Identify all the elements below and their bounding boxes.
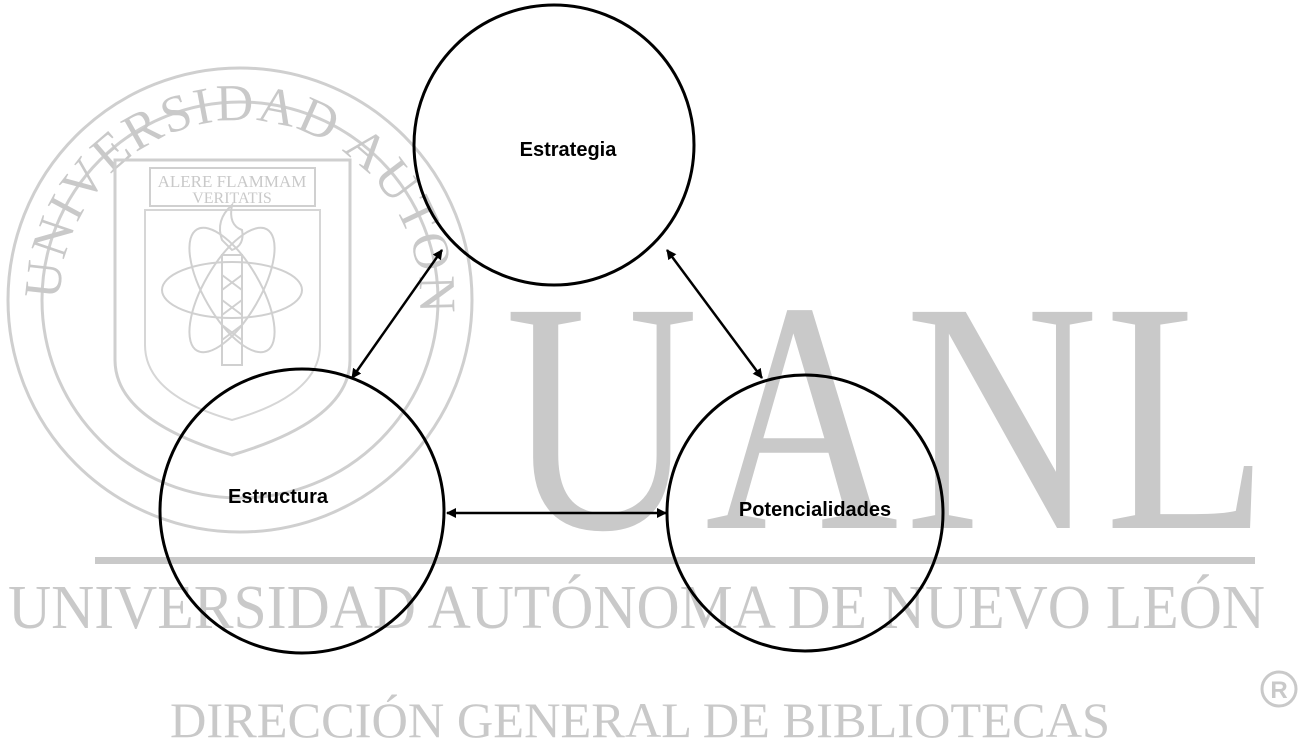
node-label-estructura: Estructura [228, 486, 329, 508]
node-label-estrategia: Estrategia [520, 139, 618, 161]
node-potencialidades: Potencialidades [665, 373, 945, 653]
arrow-estrategia-estructura [350, 249, 444, 379]
registered-mark-icon: R [1260, 670, 1298, 708]
torch-atom-icon [161, 202, 303, 366]
node-estrategia: Estrategia [412, 3, 696, 287]
seal-ring-text: UNIVERSIDAD AUTONOMA DE NUEVO LEON [0, 0, 465, 316]
node-estructura: Estructura [158, 367, 446, 655]
node-label-potencialidades: Potencialidades [739, 499, 891, 521]
seal-shield [113, 158, 352, 457]
university-seal: UNIVERSIDAD AUTONOMA DE NUEVO LEON ALERE… [0, 0, 474, 534]
watermark-big-letters: UANL [505, 235, 1275, 600]
arrow-estrategia-potencialidades [665, 249, 764, 379]
watermark-university-name: UNIVERSIDAD AUTÓNOMA DE NUEVO LEÓN [8, 574, 1265, 642]
diagram: Estrategia Estructura Potencialidades [158, 3, 945, 655]
seal-motto-line2: VERITATIS [192, 190, 272, 207]
svg-text:R: R [1270, 677, 1287, 704]
seal-motto-line1: ALERE FLAMMAM [158, 172, 307, 191]
watermark-department: DIRECCIÓN GENERAL DE BIBLIOTECAS [170, 692, 1110, 747]
